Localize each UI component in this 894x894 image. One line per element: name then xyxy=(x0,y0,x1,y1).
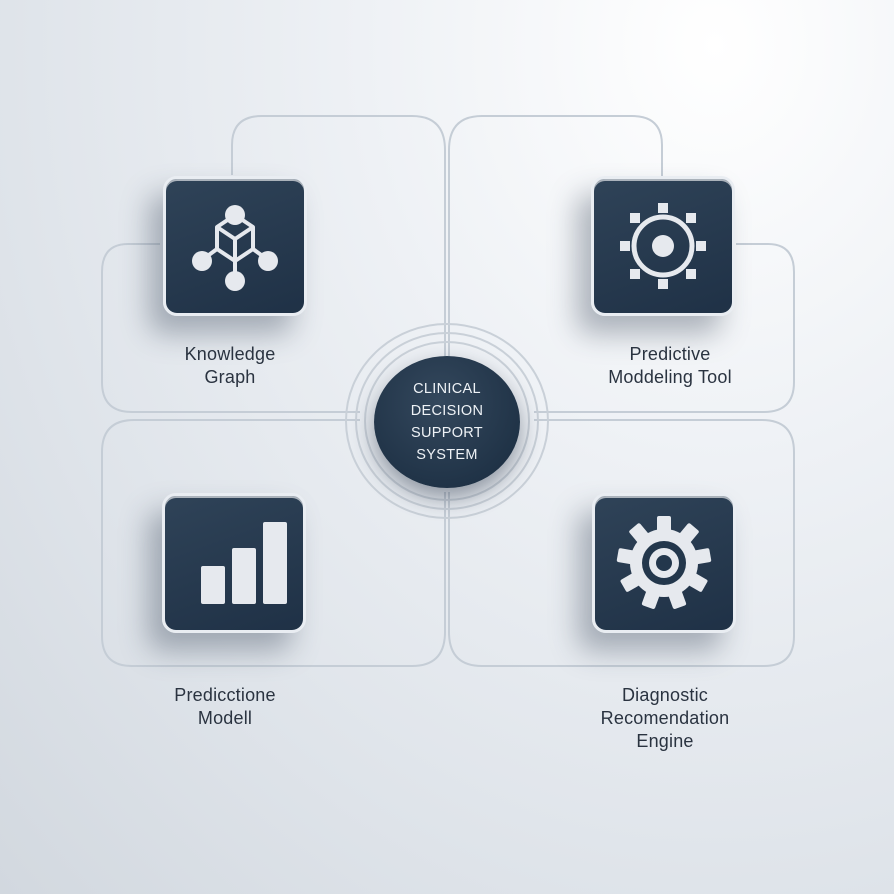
central-hub[interactable]: CLINICAL DECISION SUPPORT SYSTEM xyxy=(374,356,520,488)
bar-chart-icon xyxy=(201,522,287,604)
label-line: Moddeling Tool xyxy=(608,367,732,387)
hub-line: SUPPORT xyxy=(411,425,483,441)
knowledge-graph-label: Knowledge Graph xyxy=(150,343,310,389)
label-line: Graph xyxy=(204,367,256,387)
diagnostic-engine-label: Diagnostic Recomendation Engine xyxy=(575,684,755,753)
predictive-modeling-tool-tile[interactable] xyxy=(591,176,735,316)
gear-icon xyxy=(616,516,712,609)
hub-title: CLINICAL DECISION SUPPORT SYSTEM xyxy=(411,378,484,466)
label-line: Predicctione xyxy=(174,685,276,705)
label-line: Recomendation xyxy=(600,708,730,728)
hub-line: DECISION xyxy=(410,403,484,419)
label-line: Predictive xyxy=(629,344,711,364)
knowledge-graph-tile[interactable] xyxy=(163,176,307,316)
hub-line: CLINICAL xyxy=(413,381,481,397)
predictive-model-tile[interactable] xyxy=(162,493,306,633)
hub-line: SYSTEM xyxy=(416,447,478,463)
predictive-model-label: Predicctione Modell xyxy=(145,684,305,730)
predictive-modeling-tool-label: Predictive Moddeling Tool xyxy=(580,343,760,389)
network-graph-icon xyxy=(192,205,278,291)
target-sun-icon xyxy=(620,203,706,289)
label-line: Knowledge xyxy=(184,344,276,364)
diagnostic-engine-tile[interactable] xyxy=(592,493,736,633)
label-line: Engine xyxy=(636,731,694,751)
label-line: Diagnostic xyxy=(621,685,709,705)
label-line: Modell xyxy=(197,708,253,728)
